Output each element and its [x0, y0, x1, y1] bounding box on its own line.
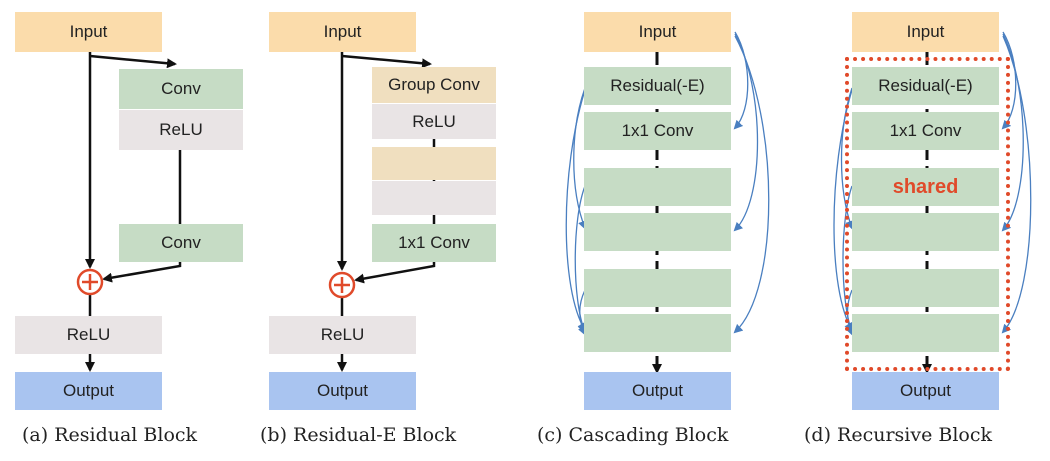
- conv-box: Conv: [119, 224, 243, 262]
- panel-a-lines: [85, 52, 182, 372]
- conv-box: Conv: [119, 69, 243, 109]
- conv1x1-box: 1x1 Conv: [584, 112, 731, 150]
- conv1x1-box-blank: [852, 213, 999, 251]
- conv1x1-box: 1x1 Conv: [852, 112, 999, 150]
- input-box: Input: [269, 12, 416, 52]
- skip-curve: [565, 89, 587, 332]
- add-icon: [328, 271, 356, 299]
- shared-weights-frame: [845, 57, 1010, 371]
- skip-curve: [733, 31, 749, 130]
- skip-curve: [1001, 33, 1024, 232]
- relu-box: ReLU: [372, 104, 496, 139]
- relu-box: ReLU: [119, 110, 243, 150]
- skip-curve: [1001, 35, 1032, 334]
- input-box: Input: [852, 12, 999, 52]
- skip-curve: [574, 185, 587, 334]
- skip-curve: [573, 87, 587, 230]
- group-conv-box-blank: [372, 147, 496, 180]
- residual-box-shared: shared: [852, 168, 999, 206]
- residual-box-blank: [584, 269, 731, 307]
- caption-recursive-block: (d) Recursive Block: [804, 424, 993, 446]
- conv1x1-box-blank: [852, 314, 999, 352]
- residual-box-blank: [852, 269, 999, 307]
- input-box: Input: [15, 12, 162, 52]
- relu-box: ReLU: [15, 316, 162, 354]
- conv1x1-box: 1x1 Conv: [372, 224, 496, 262]
- group-conv-box: Group Conv: [372, 67, 496, 103]
- relu-box-blank: [372, 181, 496, 215]
- branch-line: [89, 54, 177, 69]
- output-box: Output: [269, 372, 416, 410]
- conv-to-add-line: [354, 262, 436, 284]
- skip-curve: [578, 289, 587, 336]
- output-box: Output: [852, 372, 999, 410]
- caption-cascading-block: (c) Cascading Block: [537, 424, 729, 446]
- shared-label: shared: [892, 175, 959, 198]
- residual-box: Residual(-E): [852, 67, 999, 105]
- residual-box-blank: [584, 168, 731, 206]
- conv1x1-box-blank: [584, 213, 731, 251]
- skip-curve: [733, 35, 770, 334]
- conv1x1-box-blank: [584, 314, 731, 352]
- add-icon: [76, 268, 104, 296]
- residual-box: Residual(-E): [584, 67, 731, 105]
- output-box: Output: [584, 372, 731, 410]
- skip-curve: [833, 89, 854, 332]
- output-box: Output: [15, 372, 162, 410]
- caption-residual-block: (a) Residual Block: [22, 424, 198, 446]
- panel-b-lines: [337, 52, 436, 372]
- caption-residual-e-block: (b) Residual-E Block: [260, 424, 457, 446]
- relu-box: ReLU: [269, 316, 416, 354]
- input-box: Input: [584, 12, 731, 52]
- conv-to-add-line: [102, 262, 182, 283]
- branch-line: [341, 54, 432, 69]
